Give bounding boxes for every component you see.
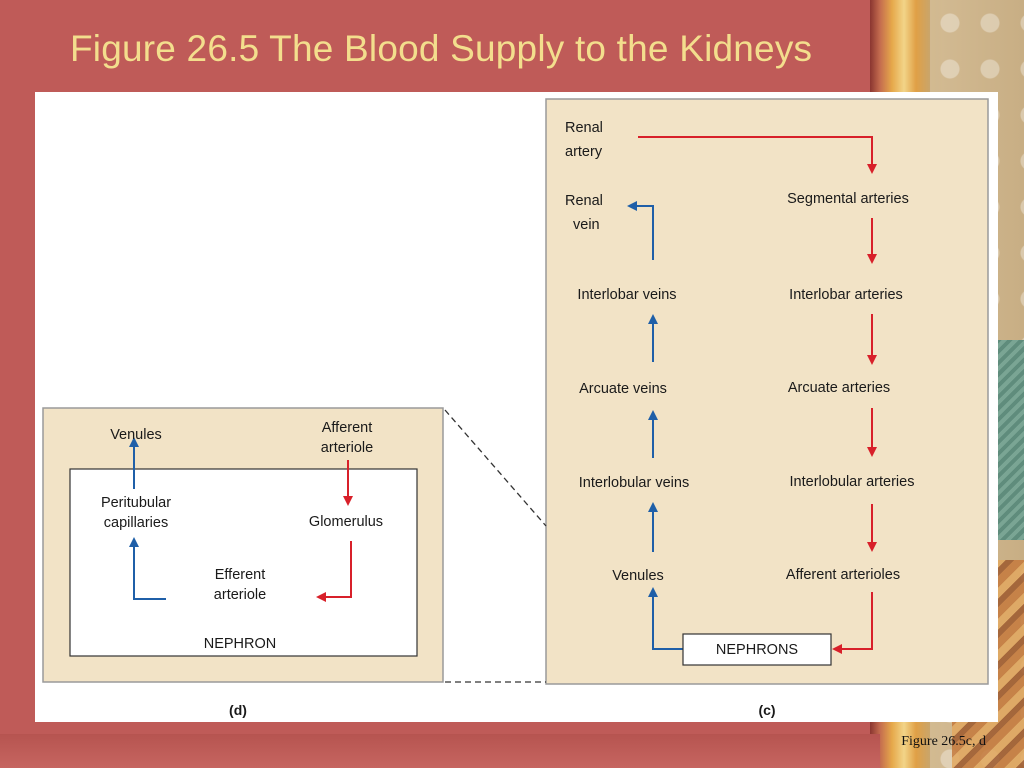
arcuate-arteries-label: Arcuate arteries (788, 380, 890, 396)
renal-artery-label-line1: Renal (565, 120, 603, 136)
decorative-frame-bottom (0, 734, 880, 768)
interlobar-arteries-label: Interlobar arteries (789, 287, 903, 303)
renal-artery-arrow (638, 136, 877, 174)
nephrons-box (682, 633, 832, 666)
renal-vein-label-line2: vein (573, 217, 600, 233)
figure-area: NEPHRONS Renal artery Renal vein Segment… (35, 92, 998, 722)
panel-c-label: (c) (758, 702, 775, 718)
efferent-arteriole-label-line2: arteriole (214, 587, 266, 603)
decorative-teal-strip (996, 340, 1024, 540)
segmental-arteries-label: Segmental arteries (787, 191, 909, 207)
efferent-to-capillaries-arrow (129, 537, 166, 600)
panel-c-box (545, 98, 989, 685)
afferent-arteriole-label-line2: arteriole (321, 440, 373, 456)
to-renal-vein-arrow (627, 201, 654, 260)
glomerulus-to-efferent-arrow (316, 541, 352, 602)
interlobar-veins-label: Interlobar veins (577, 287, 676, 303)
afferent-arterioles-label: Afferent arterioles (786, 567, 900, 583)
renal-artery-label-line2: artery (565, 144, 603, 160)
interlobular-arteries-label: Interlobular arteries (790, 474, 915, 490)
venules-label-d: Venules (110, 427, 162, 443)
zoom-connector-top (444, 409, 547, 527)
figure-caption: Figure 26.5c, d (901, 734, 986, 749)
glomerulus-label: Glomerulus (309, 514, 383, 530)
interlobular-veins-label: Interlobular veins (579, 475, 689, 491)
efferent-arteriole-label-line1: Efferent (215, 567, 266, 583)
renal-vein-label-line1: Renal (565, 193, 603, 209)
blood-supply-diagram: NEPHRONS Renal artery Renal vein Segment… (42, 98, 989, 718)
nephron-box (69, 468, 418, 657)
arcuate-veins-label: Arcuate veins (579, 381, 667, 397)
nephrons-label: NEPHRONS (716, 642, 798, 658)
panel-d-label: (d) (229, 702, 247, 718)
afferent-arteriole-label-line1: Afferent (322, 420, 373, 436)
nephron-label: NEPHRON (204, 636, 277, 652)
peritubular-capillaries-label-line2: capillaries (104, 515, 168, 531)
nephrons-to-venules-arrow (648, 587, 683, 650)
venules-label-c: Venules (612, 568, 664, 584)
afferent-to-nephrons-arrow (832, 592, 873, 654)
slide-title: Figure 26.5 The Blood Supply to the Kidn… (70, 28, 813, 69)
peritubular-capillaries-label-line1: Peritubular (101, 495, 171, 511)
